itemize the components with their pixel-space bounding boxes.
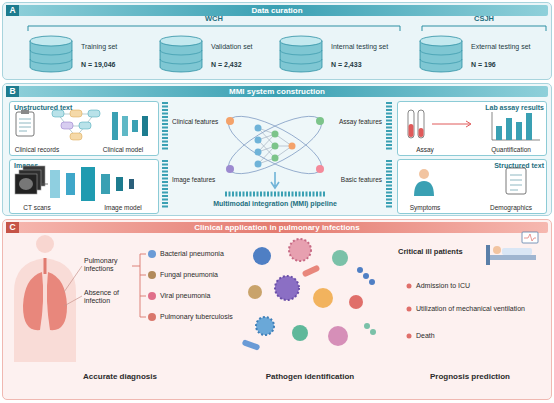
panel: AData curationTraining setN = 19,046Vali… [2, 2, 552, 80]
box-heading: Lab assay results [464, 104, 544, 112]
cylinder-top [280, 36, 322, 46]
input-box: Unstructured textClinical records Clinica… [9, 101, 159, 156]
item-label: Quantification [478, 146, 544, 153]
item-label: Clinical records [10, 146, 64, 153]
panel-title: Clinical application in pulmonary infect… [6, 222, 548, 233]
dataset-count: N = 196 [471, 61, 496, 69]
cylinder-ring [30, 50, 72, 64]
panel-title: MMI system construction [6, 86, 548, 97]
dataset-cylinder: Validation setN = 2,432 [159, 35, 203, 73]
item-label: Symptoms [398, 204, 452, 211]
item-label: Image model [90, 204, 156, 211]
panel: BMMI system constructionUnstructured tex… [2, 83, 552, 216]
panel-letter: A [6, 5, 19, 16]
dataset-cylinder: Training setN = 19,046 [29, 35, 73, 73]
dataset-name: Training set [81, 43, 117, 51]
cylinder-top [160, 36, 202, 46]
input-box: Images CT scans Image model [9, 159, 159, 214]
cylinder-top [30, 36, 72, 46]
panel-letter: C [6, 222, 19, 233]
dataset-count: N = 2,432 [211, 61, 242, 69]
item-label: Demographics [478, 204, 544, 211]
cylinder-ring [280, 50, 322, 64]
box-heading: Unstructured text [14, 104, 72, 112]
item-label: Clinical model [90, 146, 156, 153]
item-label: CT scans [10, 204, 64, 211]
item-label: Assay [398, 146, 452, 153]
cylinder-shape [419, 35, 463, 73]
box-heading: Images [14, 162, 38, 170]
cylinder-shape [279, 35, 323, 73]
panel-title: Data curation [6, 5, 548, 16]
dataset-cylinder: External testing setN = 196 [419, 35, 463, 73]
input-box: Structured textSymptoms Demographics [397, 159, 547, 214]
cylinder-top [420, 36, 462, 46]
panel-letter: B [6, 86, 19, 97]
dataset-cylinder: Internal testing setN = 2,433 [279, 35, 323, 73]
dataset-count: N = 19,046 [81, 61, 115, 69]
dataset-name: Internal testing set [331, 43, 388, 51]
cylinder-ring [420, 50, 462, 64]
box-heading: Structured text [464, 162, 544, 170]
dataset-count: N = 2,433 [331, 61, 362, 69]
cylinder-shape [159, 35, 203, 73]
cylinder-shape [29, 35, 73, 73]
dataset-name: Validation set [211, 43, 253, 51]
input-box: Lab assay resultsAssay Quantification [397, 101, 547, 156]
panel: CClinical application in pulmonary infec… [2, 219, 552, 400]
dataset-name: External testing set [471, 43, 531, 51]
cylinder-ring [160, 50, 202, 64]
